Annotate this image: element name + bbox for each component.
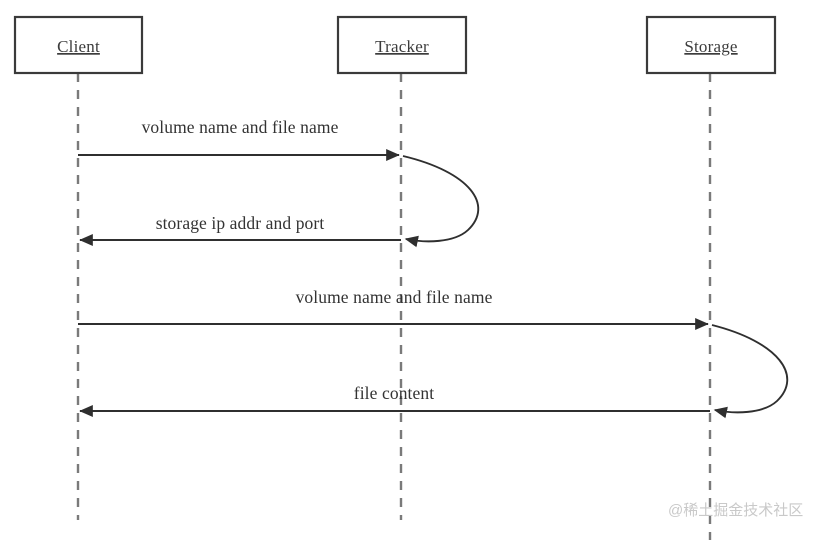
self-loop-storage xyxy=(711,324,789,419)
message-1-label: volume name and file name xyxy=(142,117,339,137)
message-1-volume-name-and-file-name[interactable]: volume name and file name xyxy=(78,117,400,162)
message-2-storage-ip-addr-and-port[interactable]: storage ip addr and port xyxy=(79,213,401,247)
watermark-label: @稀土掘金技术社区 xyxy=(668,502,803,519)
participant-box-tracker[interactable] xyxy=(336,15,468,75)
message-3-label: volume name and file name xyxy=(296,287,493,307)
participant-box-storage[interactable] xyxy=(645,15,777,75)
message-2-label: storage ip addr and port xyxy=(156,213,325,233)
self-loop-tracker xyxy=(402,155,480,248)
participant-label-client: Client xyxy=(57,37,100,56)
message-4-label: file content xyxy=(354,383,434,403)
participant-storage[interactable]: Storage xyxy=(645,15,777,75)
self-loop-storage-curve xyxy=(711,324,789,419)
participant-box-client[interactable] xyxy=(13,15,144,75)
self-loop-tracker-curve xyxy=(402,155,480,248)
message-4-file-content[interactable]: file content xyxy=(79,383,710,418)
participant-client[interactable]: Client xyxy=(13,15,144,75)
participant-label-storage: Storage xyxy=(684,37,737,56)
participant-tracker[interactable]: Tracker xyxy=(336,15,468,75)
participant-label-tracker: Tracker xyxy=(375,37,429,56)
message-3-volume-name-and-file-name[interactable]: volume name and file name xyxy=(78,287,709,331)
lifelines-group xyxy=(76,73,712,540)
